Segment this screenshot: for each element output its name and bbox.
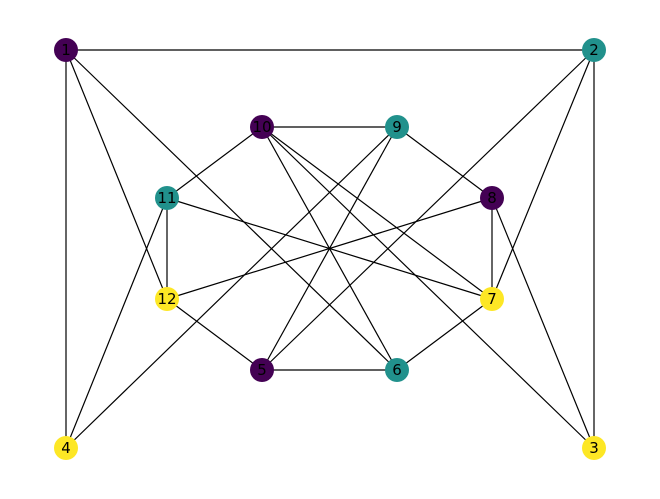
node-2: 2 (582, 38, 606, 62)
node-10: 10 (250, 115, 274, 139)
edge-10-11 (166, 126, 263, 199)
node-circle (54, 38, 78, 62)
node-3: 3 (582, 436, 606, 460)
node-label: 9 (392, 118, 402, 136)
edge-2-5 (261, 49, 595, 371)
node-7: 7 (480, 287, 504, 311)
node-circle (385, 115, 409, 139)
edge-5-12 (166, 298, 263, 371)
node-label: 4 (61, 439, 71, 457)
node-circle (54, 436, 78, 460)
edge-1-6 (65, 49, 398, 371)
node-circle (155, 287, 179, 311)
edge-4-11 (65, 197, 168, 449)
node-label: 5 (257, 361, 267, 379)
node-circle (250, 115, 274, 139)
node-6: 6 (385, 358, 409, 382)
edge-6-7 (396, 298, 493, 371)
edge-2-7 (491, 49, 595, 300)
node-circle (480, 287, 504, 311)
node-circle (250, 358, 274, 382)
node-label: 1 (61, 41, 71, 59)
node-label: 12 (157, 290, 176, 308)
node-circle (385, 358, 409, 382)
edge-layer (65, 49, 595, 449)
edge-1-12 (65, 49, 168, 300)
node-label: 6 (392, 361, 402, 379)
node-label: 7 (487, 290, 497, 308)
node-4: 4 (54, 436, 78, 460)
node-8: 8 (480, 186, 504, 210)
node-label: 8 (487, 189, 497, 207)
edge-4-9 (65, 126, 398, 449)
node-9: 9 (385, 115, 409, 139)
node-1: 1 (54, 38, 78, 62)
node-circle (480, 186, 504, 210)
node-12: 12 (155, 287, 179, 311)
node-label: 10 (252, 118, 271, 136)
edge-3-10 (261, 126, 595, 449)
edge-8-9 (396, 126, 493, 199)
edge-3-8 (491, 197, 595, 449)
edge-7-10 (261, 126, 493, 300)
node-label: 2 (589, 41, 599, 59)
node-label: 3 (589, 439, 599, 457)
edge-8-12 (166, 197, 493, 300)
node-11: 11 (155, 186, 179, 210)
node-circle (155, 186, 179, 210)
node-5: 5 (250, 358, 274, 382)
node-circle (582, 436, 606, 460)
node-circle (582, 38, 606, 62)
node-label: 11 (157, 189, 176, 207)
